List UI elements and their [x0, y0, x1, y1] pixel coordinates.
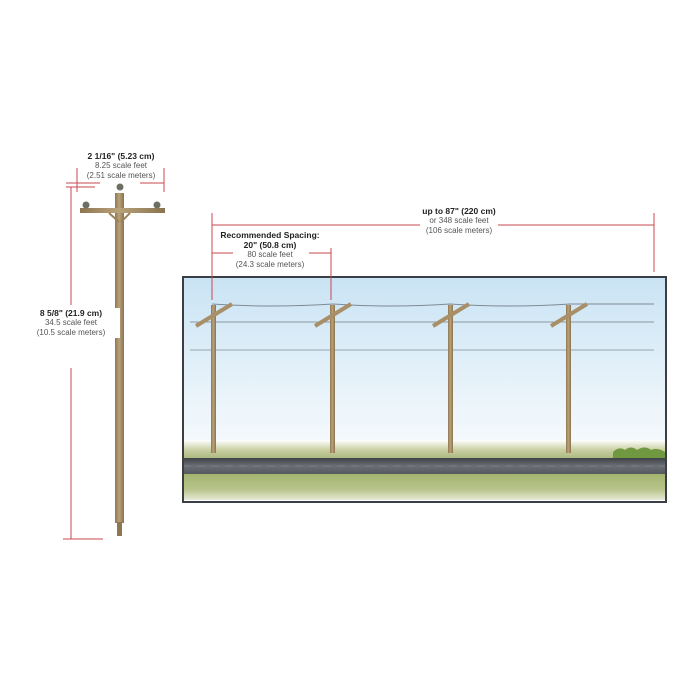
scene-pole-3: [431, 302, 471, 453]
recommended-spacing-primary: 20" (50.8 cm): [243, 240, 297, 250]
total-span-scale-feet: or 348 scale feet: [429, 216, 489, 225]
dimension-lines: [63, 168, 655, 540]
pole-height-primary: 8 5/8" (21.9 cm): [39, 308, 103, 318]
pole-width-scale-feet: 8.25 scale feet: [94, 161, 148, 170]
total-span-label: up to 87" (220 cm) or 348 scale feet (10…: [405, 206, 513, 236]
pole-left: [80, 183, 165, 536]
scene-pole-1: [194, 302, 234, 453]
recommended-spacing-scale-meters: (24.3 scale meters): [235, 260, 305, 269]
pole-height-scale-feet: 34.5 scale feet: [44, 318, 98, 327]
total-span-primary: up to 87" (220 cm): [422, 206, 496, 216]
pole-width-scale-meters: (2.51 scale meters): [86, 171, 156, 180]
pole-width-primary: 2 1/16" (5.23 cm): [87, 151, 155, 161]
pole-width-label: 2 1/16" (5.23 cm) 8.25 scale feet (2.51 …: [72, 151, 170, 181]
pole-height-label: 8 5/8" (21.9 cm) 34.5 scale feet (10.5 s…: [22, 308, 120, 338]
recommended-spacing-title: Recommended Spacing:: [220, 230, 320, 240]
recommended-spacing-label: Recommended Spacing: 20" (50.8 cm) 80 sc…: [220, 230, 320, 270]
total-span-scale-meters: (106 scale meters): [425, 226, 493, 235]
scene-pole-4: [549, 302, 589, 453]
pole-height-scale-meters: (10.5 scale meters): [36, 328, 106, 337]
recommended-spacing-scale-feet: 80 scale feet: [247, 250, 293, 259]
scene-pole-2: [313, 302, 353, 453]
scene-illustration: [182, 276, 667, 503]
